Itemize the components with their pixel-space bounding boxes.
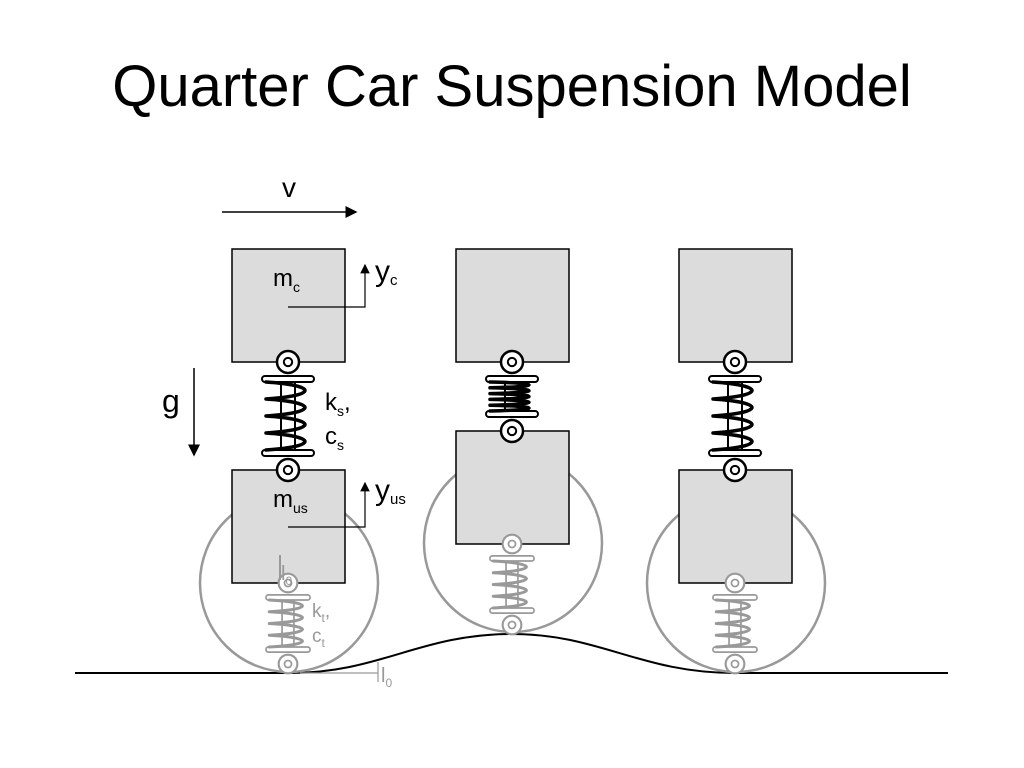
spring-coil xyxy=(267,598,304,649)
car-disp-label: yc xyxy=(375,255,398,289)
spring-seat xyxy=(712,646,758,653)
spring-seat xyxy=(708,375,762,383)
mount-eye-hole xyxy=(729,356,741,368)
car-disp-ref xyxy=(288,263,370,308)
car-mass-block xyxy=(231,248,346,363)
car-mass-block xyxy=(455,248,570,363)
model-rest: mc yc mus yus ks, cs l0 kt, ct l0 xyxy=(198,248,406,690)
model-bump xyxy=(422,248,604,636)
mount-eye-hole xyxy=(506,356,518,368)
unsprung-mass-block xyxy=(678,469,793,584)
unsprung-mass-label: mus xyxy=(273,486,308,516)
spring-coil xyxy=(264,380,307,452)
suspension-spring-damper xyxy=(261,349,315,483)
gravity-label: g xyxy=(162,383,180,419)
mount-eye-hole xyxy=(730,659,740,669)
mount-eye-hole xyxy=(506,425,518,437)
spring-coil xyxy=(714,598,751,649)
unsprung-disp-ref xyxy=(288,481,370,528)
spring-seat xyxy=(489,555,535,562)
tire-length-label: l0 xyxy=(281,563,292,588)
unsprung-disp-label: yus xyxy=(375,474,406,508)
suspension-spring-damper xyxy=(708,349,762,483)
mount-eye-hole xyxy=(282,356,294,368)
spring-coil xyxy=(491,559,528,610)
tire-spring-damper xyxy=(712,572,758,675)
mount-eye-hole xyxy=(283,578,293,588)
mount-eye-hole xyxy=(730,578,740,588)
spring-seat xyxy=(708,449,762,457)
tire-spring-damper xyxy=(489,533,535,636)
tire-spring-damper xyxy=(265,572,311,675)
spring-seat xyxy=(265,646,311,653)
road-ref-label: l0 xyxy=(381,665,392,690)
tire-stiffness-label: kt, xyxy=(312,601,330,625)
spring-seat xyxy=(265,594,311,601)
car-mass-label: mc xyxy=(273,265,300,295)
spring-seat xyxy=(261,449,315,457)
car-mass-block xyxy=(678,248,793,363)
mount-eye-hole xyxy=(282,464,294,476)
damper-body xyxy=(504,379,520,414)
spring-coil xyxy=(488,380,531,413)
spring-seat xyxy=(261,375,315,383)
unsprung-mass-block xyxy=(455,430,570,545)
spring-seat xyxy=(712,594,758,601)
mount-eye-hole xyxy=(283,659,293,669)
tire-damping-label: ct xyxy=(312,626,326,650)
suspension-stiffness-label: ks, xyxy=(325,389,351,419)
spring-coil xyxy=(711,380,754,452)
road-profile xyxy=(75,632,948,674)
velocity-label: v xyxy=(282,172,296,203)
model-rebound xyxy=(645,248,827,675)
suspension-damping-label: cs xyxy=(325,423,344,453)
slide-title: Quarter Car Suspension Model xyxy=(112,54,912,119)
suspension-spring-damper xyxy=(485,349,539,444)
mount-eye-hole xyxy=(507,539,517,549)
mount-eye-hole xyxy=(729,464,741,476)
spring-seat xyxy=(489,607,535,614)
mount-eye-hole xyxy=(507,620,517,630)
